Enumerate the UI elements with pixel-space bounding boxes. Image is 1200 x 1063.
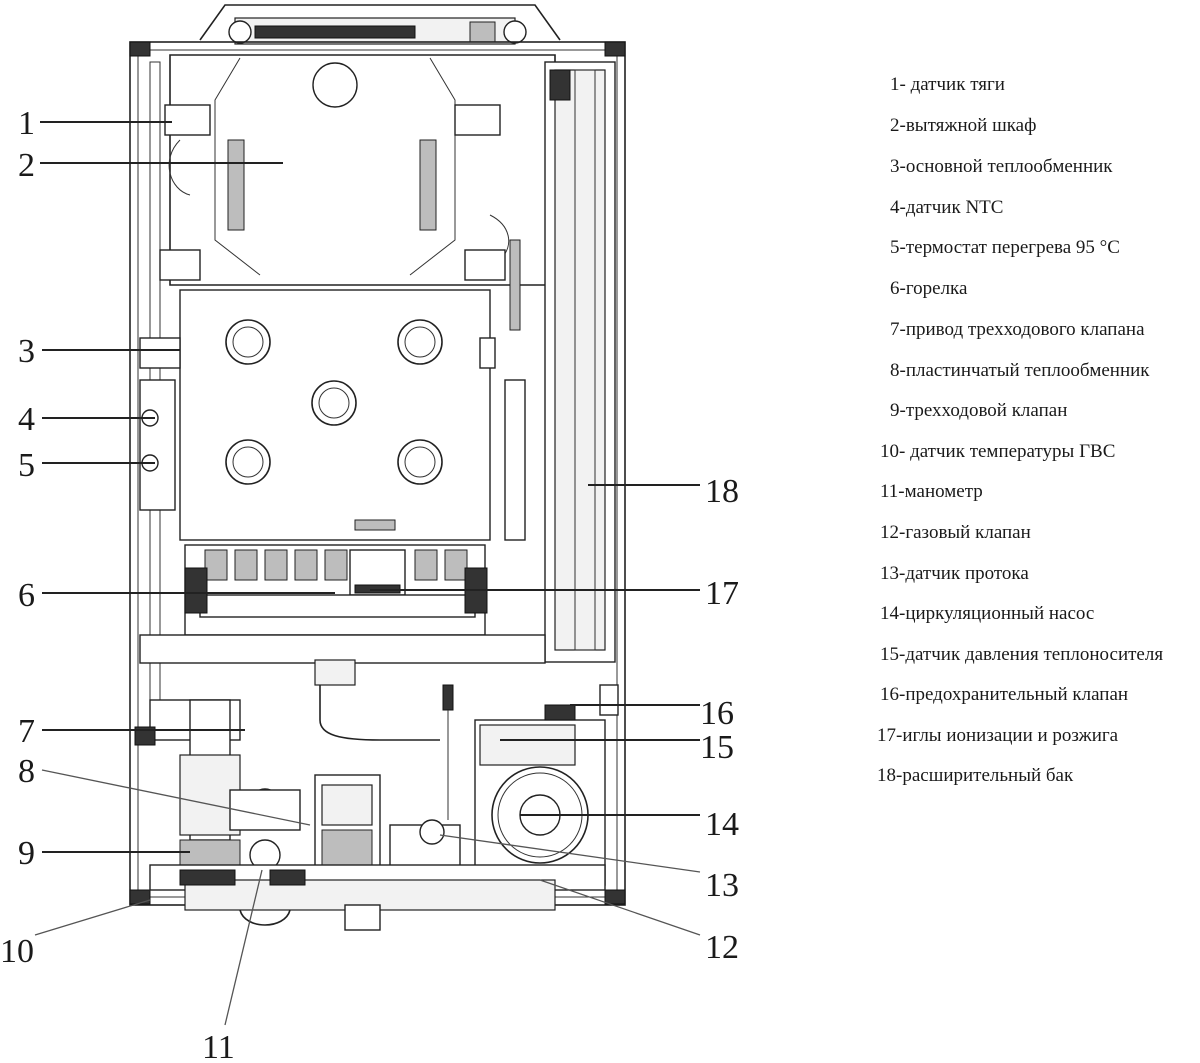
legend-item-3: 3-основной теплообменник [890,156,1113,177]
callout-18: 18 [705,473,739,510]
leader-13 [439,834,701,873]
callout-7: 7 [18,713,35,750]
callout-3: 3 [18,333,35,370]
leader-11 [224,869,263,1026]
leader-8 [41,769,311,826]
legend-item-2: 2-вытяжной шкаф [890,115,1037,136]
callout-9: 9 [18,835,35,872]
callout-5: 5 [18,447,35,484]
callout-12: 12 [705,929,739,966]
callout-11: 11 [202,1029,235,1063]
callout-1: 1 [18,105,35,142]
callout-17: 17 [705,575,739,612]
legend-item-1: 1- датчик тяги [890,74,1005,95]
callout-6: 6 [18,577,35,614]
callout-13: 13 [705,867,739,904]
leader-10 [34,899,151,936]
legend-item-18: 18-расширительный бак [877,765,1074,786]
leader-lines [34,121,701,1026]
legend-item-16: 16-предохранительный клапан [880,684,1129,705]
burner-nozzles [204,549,468,581]
callout-4: 4 [18,401,35,438]
legend-item-14: 14-циркуляционный насос [880,603,1095,624]
legend-item-15: 15-датчик давления теплоносителя [880,644,1164,665]
legend-item-7: 7-привод трехходового клапана [890,319,1145,340]
leader-12 [539,879,701,936]
legend-item-12: 12-газовый клапан [880,522,1031,543]
legend-item-10: 10- датчик температуры ГВС [880,441,1116,462]
callout-numbers: 1 2 3 4 5 6 7 8 9 10 11 12 13 14 15 16 1… [0,105,739,1063]
callout-8: 8 [18,753,35,790]
legend-item-5: 5-термостат перегрева 95 °C [890,237,1120,258]
legend-item-17: 17-иглы ионизации и розжига [877,725,1119,746]
legend-item-11: 11-манометр [880,481,983,502]
callout-15: 15 [700,729,734,766]
callout-16: 16 [700,695,734,732]
callout-14: 14 [705,806,739,843]
legend-item-8: 8-пластинчатый теплообменник [890,360,1150,381]
boiler-drawing [129,4,626,931]
legend-item-4: 4-датчик NTC [890,197,1004,218]
legend-item-6: 6-горелка [890,278,968,299]
callout-10: 10 [0,933,34,970]
legend-item-13: 13-датчик протока [880,563,1029,584]
legend-item-9: 9-трехходовой клапан [890,400,1068,421]
callout-2: 2 [18,147,35,184]
